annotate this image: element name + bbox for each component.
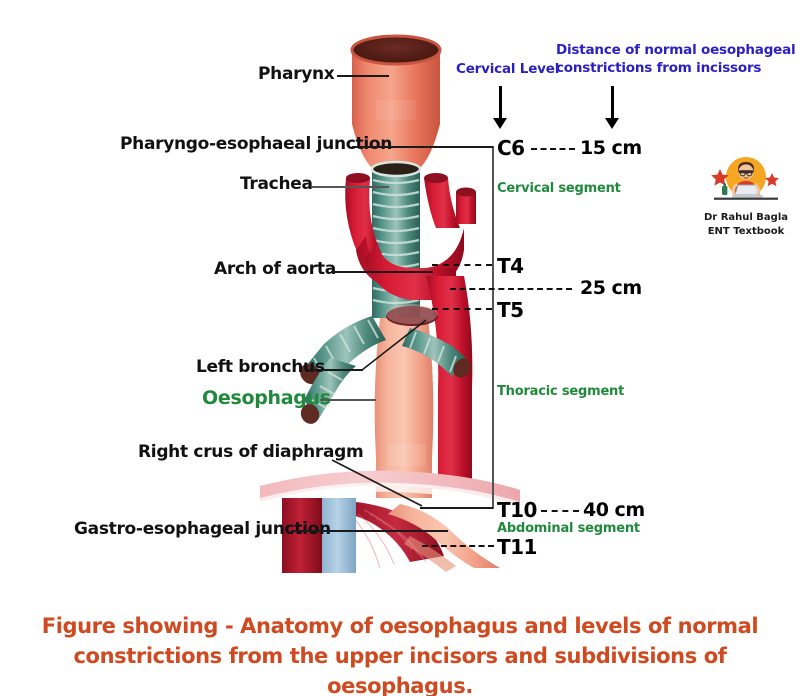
label-gastro-esophageal-junction: Gastro-esophageal junction (74, 519, 331, 539)
distance-header-line2: constrictions from incissors (556, 60, 762, 76)
label-pharyngo-esophaeal-junction: Pharyngo-esophaeal junction (120, 134, 393, 154)
distance-arrow-shaft (611, 86, 614, 120)
vertebral-level-c6: C6 (497, 136, 525, 160)
label-oesophagus: Oesophagus (202, 387, 331, 409)
leader-pharynx (337, 75, 389, 77)
caption-line1: Figure showing - Anatomy of oesophagus a… (41, 614, 759, 638)
dash-c6-to-15cm (531, 148, 575, 150)
label-arch-of-aorta: Arch of aorta (214, 259, 336, 279)
cervical-level-arrow-head (493, 118, 507, 129)
distance-40cm: 40 cm (583, 499, 645, 521)
dash-25cm (450, 288, 572, 290)
segment-cervical: Cervical segment (497, 181, 621, 196)
label-left-bronchus: Left bronchus (196, 357, 325, 377)
segment-thoracic: Thoracic segment (497, 384, 625, 399)
oesophagus-anatomy-illustration (260, 34, 520, 573)
leader-oesophagus (320, 399, 376, 401)
dash-t4 (432, 264, 492, 266)
vertebral-level-t4: T4 (497, 254, 524, 278)
leader-left-bronchus-diagonal (361, 319, 427, 371)
leader-trachea (311, 186, 389, 188)
leader-gastro-esophageal-junction (291, 530, 448, 532)
dash-t5 (432, 308, 492, 310)
leader-right-crus-flat (420, 507, 493, 509)
leader-arch-of-aorta (331, 271, 433, 273)
vertebral-level-t10: T10 (497, 498, 537, 522)
cervical-level-header: Cervical Level (456, 61, 560, 77)
dash-t11 (422, 545, 494, 547)
distance-header-line1: Distance of normal oesophageal (556, 42, 796, 58)
cervical-level-arrow-shaft (499, 86, 502, 120)
leader-pharyngo-esophaeal-junction (352, 146, 493, 148)
vertebral-axis-line (492, 146, 494, 509)
vertebral-level-t11: T11 (497, 535, 537, 559)
caption-line2: constrictions from the upper incisors an… (73, 644, 727, 696)
distance-arrow-head (605, 118, 619, 129)
label-trachea: Trachea (240, 174, 313, 194)
segment-abdominal: Abdominal segment (497, 521, 640, 536)
distance-25cm: 25 cm (580, 277, 642, 299)
label-pharynx: Pharynx (258, 64, 335, 84)
distance-15cm: 15 cm (580, 137, 642, 159)
logo-text-line2: ENT Textbook (707, 225, 785, 237)
dash-t10-to-40cm (541, 510, 579, 512)
leader-left-bronchus-flat (311, 369, 363, 371)
leader-right-crus-diagonal (331, 459, 423, 507)
vertebral-level-t5: T5 (497, 298, 524, 322)
logo-block: Dr Rahul Bagla ENT Textbook (700, 155, 792, 238)
dr-rahul-bagla-logo-icon (711, 157, 779, 200)
logo-text-line1: Dr Rahul Bagla (703, 212, 788, 223)
label-right-crus-of-diaphragm: Right crus of diaphragm (138, 442, 364, 462)
